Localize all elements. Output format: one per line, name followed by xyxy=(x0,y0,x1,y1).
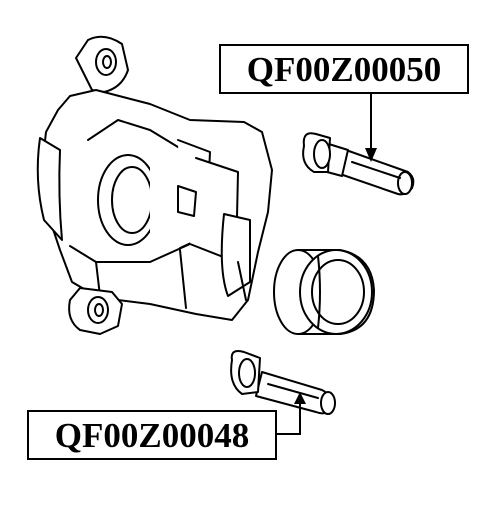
part-number-label-upper-pin: QF00Z00050 xyxy=(219,44,469,94)
guide-pin-upper xyxy=(302,132,415,196)
leader-line-lower xyxy=(276,400,301,435)
piston xyxy=(273,249,375,335)
caliper-body xyxy=(36,35,273,335)
arrowhead-lower xyxy=(294,392,306,404)
part-number-label-lower-pin: QF00Z00048 xyxy=(27,410,277,460)
arrowhead-upper xyxy=(365,148,377,162)
arrowheads xyxy=(294,148,377,404)
guide-pin-lower xyxy=(230,350,336,415)
leader-lines xyxy=(276,94,372,435)
